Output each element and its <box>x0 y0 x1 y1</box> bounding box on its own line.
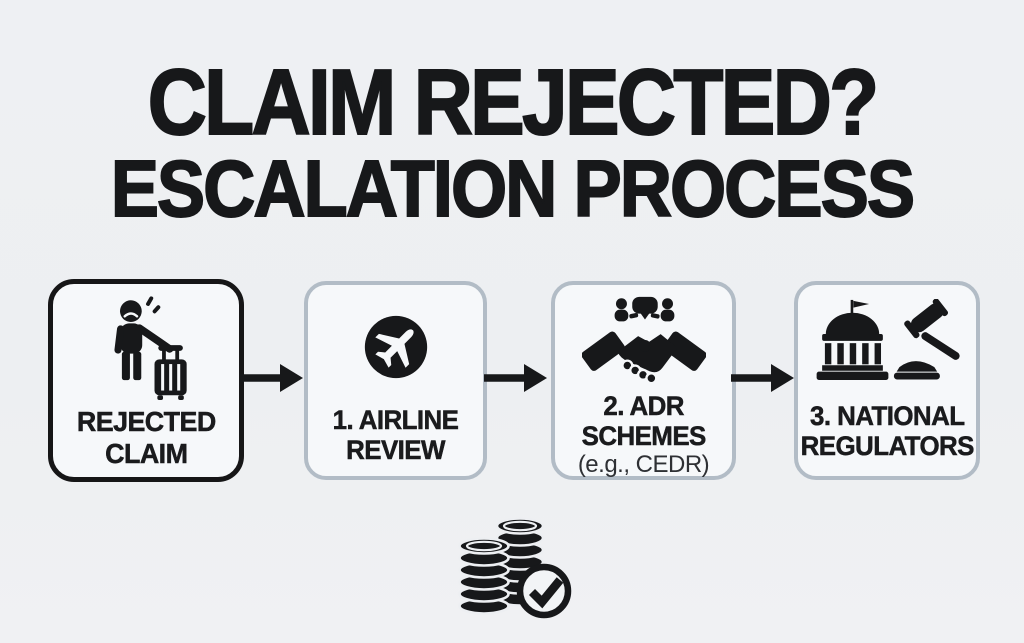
handshake-mediation-icon <box>581 293 706 391</box>
step-label-line-2: SCHEMES <box>581 421 706 452</box>
coins-checkmark-icon <box>458 517 572 619</box>
step-label-line-1: 1. AIRLINE <box>332 405 459 436</box>
step-box-rejected-claim: REJECTED CLAIM <box>48 279 244 482</box>
airplane-circle-icon <box>355 299 437 395</box>
title-line-1: CLAIM REJECTED? <box>147 50 880 154</box>
step-label-line-1: 3. NATIONAL <box>809 401 966 432</box>
step-label-line-1: 2. ADR <box>603 391 685 422</box>
page-title: CLAIM REJECTED? ESCALATION PROCESS <box>0 50 1024 233</box>
step-label-group: 3. NATIONAL REGULATORS <box>797 401 978 462</box>
sad-traveler-suitcase-icon <box>94 292 198 404</box>
step-label-line-2: REGULATORS <box>800 431 974 462</box>
step-box-national-regulators: 3. NATIONAL REGULATORS <box>794 281 980 480</box>
flow-arrow <box>240 364 303 392</box>
step-box-adr-schemes: 2. ADR SCHEMES (e.g., CEDR) <box>551 281 736 480</box>
step-label-line-1: REJECTED <box>76 406 216 438</box>
flow-arrow <box>484 364 547 392</box>
step-box-airline-review: 1. AIRLINE REVIEW <box>304 281 487 480</box>
step-sublabel: (e.g., CEDR) <box>577 451 710 478</box>
step-label-group: 1. AIRLINE REVIEW <box>330 405 461 466</box>
step-label-line-2: CLAIM <box>104 438 188 470</box>
step-label-group: REJECTED CLAIM <box>74 406 219 470</box>
title-line-2: ESCALATION PROCESS <box>110 144 916 233</box>
flow-arrow <box>731 364 794 392</box>
government-building-gavel-icon <box>810 297 964 393</box>
step-label-group: 2. ADR SCHEMES (e.g., CEDR) <box>577 391 710 479</box>
step-label-line-2: REVIEW <box>346 435 446 466</box>
